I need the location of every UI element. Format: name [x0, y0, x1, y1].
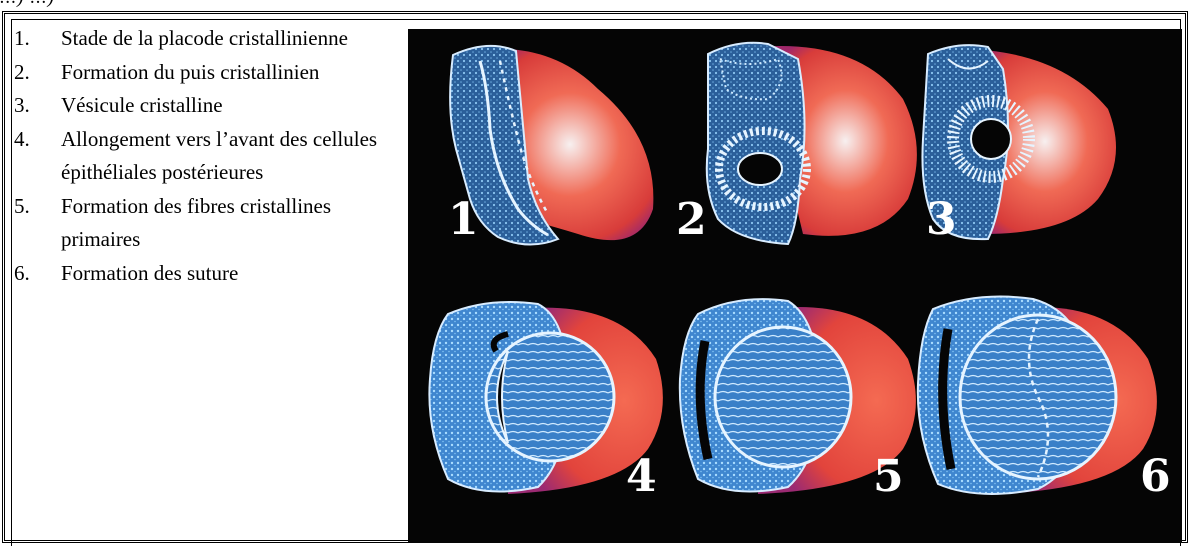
stage-list: 1. Stade de la placode cristallinienne 2…: [14, 22, 404, 290]
stage-item-4: 4. Allongement vers l’avant des cellules…: [14, 123, 404, 190]
panel-number-1: 1: [448, 194, 479, 245]
panel-4-posterior-elongation-stage: 4: [429, 302, 662, 502]
page-header-fragment: ...) ...): [0, 0, 55, 9]
panel-number-6: 6: [1140, 451, 1171, 502]
panel-5-primary-fibers-stage: 5: [680, 299, 916, 502]
stage-number: 3.: [14, 89, 61, 123]
panel-number-5: 5: [873, 451, 904, 502]
panel-1-placode-stage: 1: [448, 46, 653, 245]
stage-label: Formation des suture: [61, 257, 404, 291]
stage-item-1: 1. Stade de la placode cristallinienne: [14, 22, 404, 56]
stage-number: 5.: [14, 190, 61, 257]
stage-item-5: 5. Formation des fibres cristallines pri…: [14, 190, 404, 257]
lens-development-illustration: 1 2 3 4: [408, 29, 1182, 543]
lens-development-figure: 1 2 3 4: [408, 29, 1182, 543]
stage-item-3: 3. Vésicule cristalline: [14, 89, 404, 123]
stage-number: 2.: [14, 56, 61, 90]
stage-label: Formation des fibres cristallines primai…: [61, 190, 404, 257]
panel-6-sutures-stage: 6: [918, 297, 1171, 502]
stage-number: 4.: [14, 123, 61, 190]
stage-label: Allongement vers l’avant des cellules ép…: [61, 123, 404, 190]
panel-2-lens-pit-stage: 2: [676, 43, 917, 245]
stage-item-2: 2. Formation du puis cristallinien: [14, 56, 404, 90]
stage-number: 1.: [14, 22, 61, 56]
panel-number-3: 3: [926, 194, 957, 245]
stage-label: Stade de la placode cristallinienne: [61, 22, 404, 56]
panel-number-4: 4: [626, 451, 657, 502]
stage-number: 6.: [14, 257, 61, 291]
stage-label: Vésicule cristalline: [61, 89, 404, 123]
panel-number-2: 2: [676, 194, 707, 245]
panel-3-lens-vesicle-stage: 3: [922, 45, 1116, 245]
stage-item-6: 6. Formation des suture: [14, 257, 404, 291]
stage-label: Formation du puis cristallinien: [61, 56, 404, 90]
